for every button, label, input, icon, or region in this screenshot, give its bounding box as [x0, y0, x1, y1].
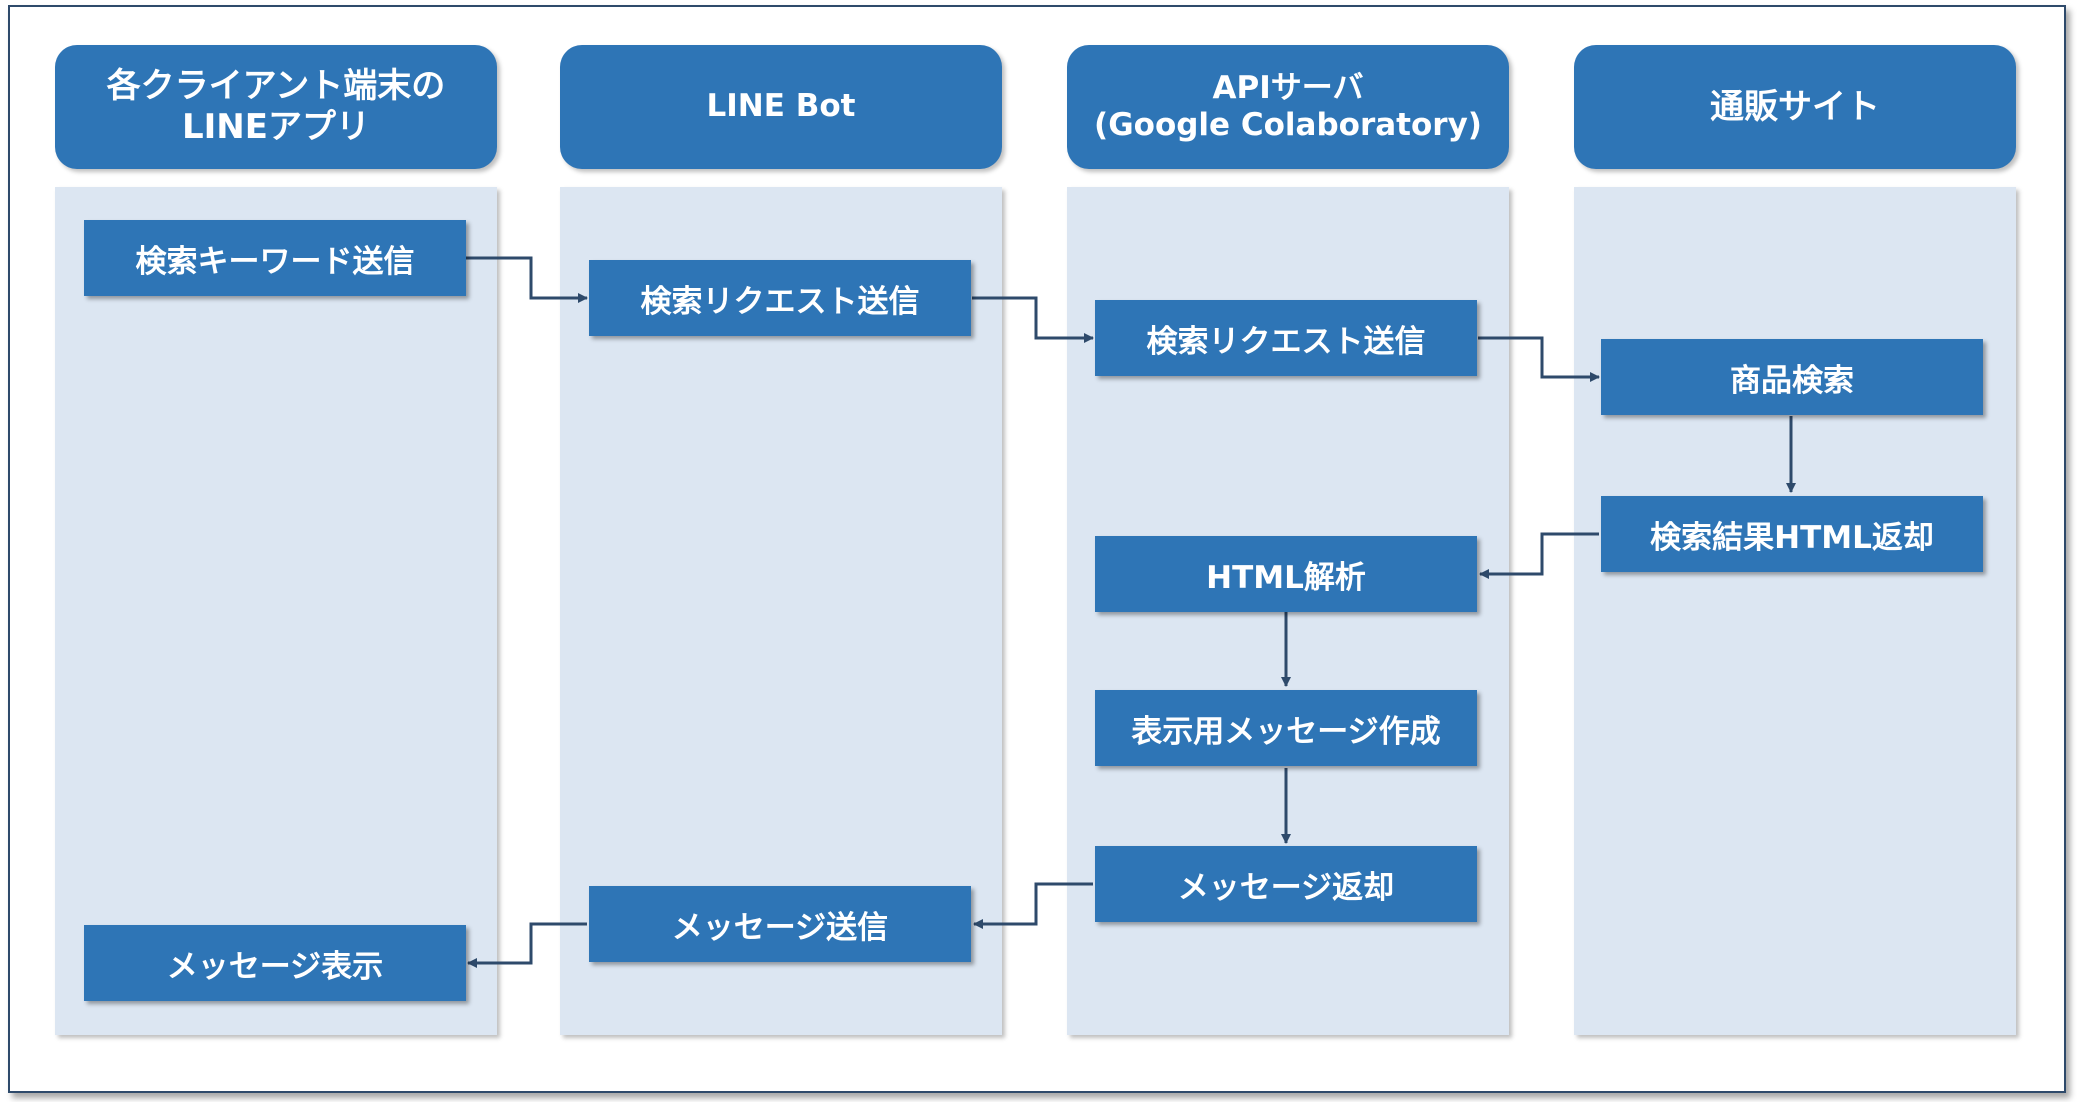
- step-bot-send-request: 検索リクエスト送信: [589, 260, 971, 336]
- arrow-bot-to-display: [467, 922, 587, 968]
- step-product-search: 商品検索: [1601, 339, 1983, 415]
- lane-header-api-server: APIサーバ (Google Colaboratory): [1067, 45, 1509, 169]
- step-return-message: メッセージ返却: [1095, 846, 1477, 922]
- step-send-keyword-label: 検索キーワード送信: [135, 243, 415, 280]
- lane-background-shop-site: [1574, 187, 2016, 1035]
- step-bot-send-message-label: メッセージ送信: [671, 909, 889, 946]
- step-api-send-request-label: 検索リクエスト送信: [1146, 323, 1426, 360]
- lane-background-client: [55, 187, 497, 1035]
- lane-header-client-label: 各クライアント端末の LINEアプリ: [106, 66, 446, 147]
- lane-header-line-bot: LINE Bot: [560, 45, 1002, 169]
- arrow-keyword-to-bot: [466, 256, 588, 303]
- step-create-message: 表示用メッセージ作成: [1095, 690, 1477, 766]
- step-display-message: メッセージ表示: [84, 925, 466, 1001]
- step-api-send-request: 検索リクエスト送信: [1095, 300, 1477, 376]
- step-bot-send-message: メッセージ送信: [589, 886, 971, 962]
- arrow-result-to-parse: [1479, 532, 1599, 579]
- lane-header-shop-site: 通販サイト: [1574, 45, 2016, 169]
- arrow-return-to-bot: [973, 882, 1093, 929]
- step-parse-html-label: HTML解析: [1206, 559, 1366, 596]
- step-bot-send-request-label: 検索リクエスト送信: [640, 283, 920, 320]
- arrow-api-to-shop: [1478, 336, 1600, 382]
- step-create-message-label: 表示用メッセージ作成: [1131, 713, 1441, 750]
- lane-header-client: 各クライアント端末の LINEアプリ: [55, 45, 497, 169]
- step-return-html: 検索結果HTML返却: [1601, 496, 1983, 572]
- lane-header-api-server-label: APIサーバ (Google Colaboratory): [1094, 69, 1482, 143]
- lane-header-line-bot-label: LINE Bot: [706, 88, 856, 125]
- step-display-message-label: メッセージ表示: [166, 948, 384, 985]
- lane-header-shop-site-label: 通販サイト: [1710, 86, 1880, 127]
- step-return-message-label: メッセージ返却: [1177, 869, 1395, 906]
- arrow-bot-to-api: [972, 296, 1094, 343]
- step-return-html-label: 検索結果HTML返却: [1650, 519, 1934, 556]
- step-send-keyword: 検索キーワード送信: [84, 220, 466, 296]
- step-product-search-label: 商品検索: [1730, 362, 1854, 399]
- step-parse-html: HTML解析: [1095, 536, 1477, 612]
